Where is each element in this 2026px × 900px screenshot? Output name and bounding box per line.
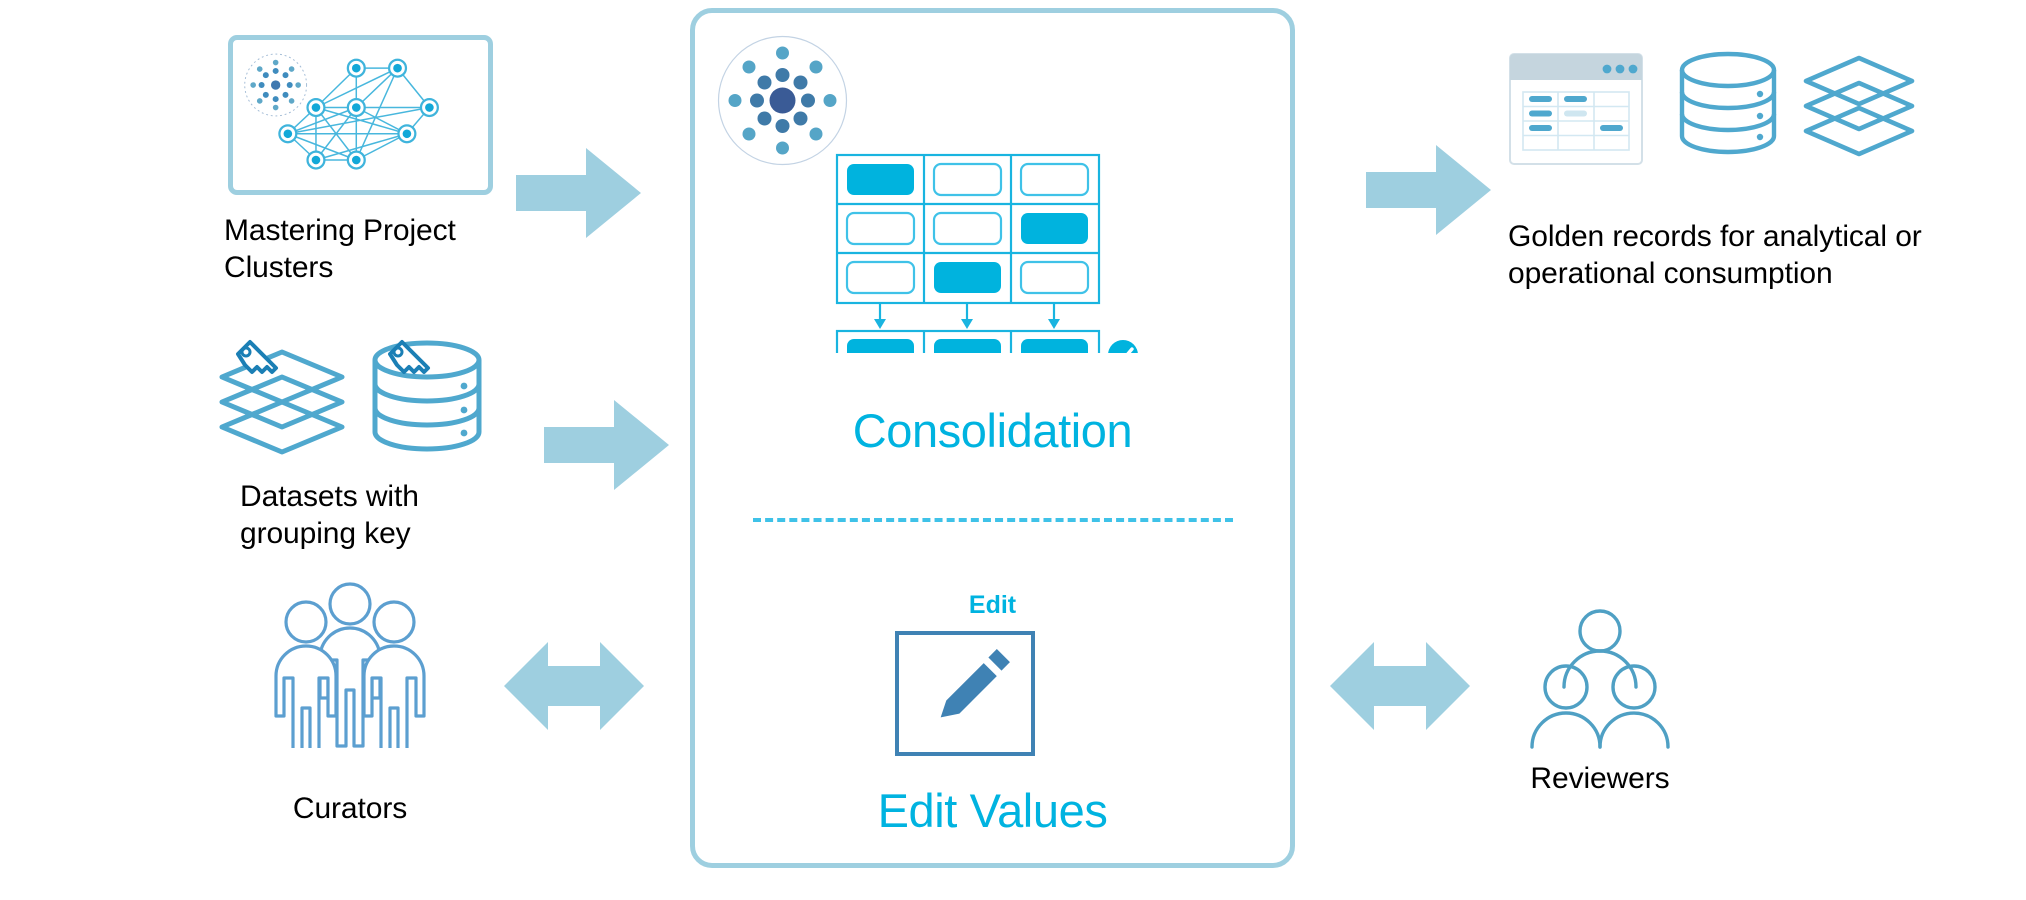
arrow-clusters-to-panel bbox=[516, 148, 641, 238]
consolidation-panel: Consolidation Edit Edit Values bbox=[690, 8, 1295, 868]
datasets-with-grouping-key-icons bbox=[212, 332, 502, 462]
mastering-project-clusters-card[interactable] bbox=[228, 35, 493, 195]
edit-values-button[interactable] bbox=[895, 631, 1035, 756]
left-column: Mastering Project Clusters bbox=[0, 0, 640, 900]
people-group-icon bbox=[1520, 605, 1680, 750]
consolidation-grid-icon bbox=[835, 153, 1155, 353]
edit-values-label: Edit Values bbox=[877, 784, 1108, 837]
mastering-project-clusters-caption: Mastering Project Clusters bbox=[224, 214, 456, 285]
table-window-icon bbox=[1509, 53, 1643, 165]
reviewers-caption: Reviewers bbox=[1530, 762, 1670, 795]
arrow-panel-to-golden-records bbox=[1366, 145, 1491, 235]
three-people-icon bbox=[250, 578, 450, 748]
golden-records-caption: Golden records for analytical or operati… bbox=[1508, 220, 1922, 291]
curators-caption: Curators bbox=[292, 792, 408, 825]
pencil-icon bbox=[940, 649, 1010, 718]
golden-records-icons bbox=[1506, 38, 1916, 168]
edit-small-label: Edit bbox=[968, 591, 1017, 619]
arrow-curators-panel-bidirectional bbox=[504, 638, 644, 734]
datasets-caption: Datasets with grouping key bbox=[240, 480, 419, 551]
check-circle-icon bbox=[1108, 340, 1138, 353]
network-graph-icon bbox=[244, 53, 439, 170]
arrow-datasets-to-panel bbox=[544, 400, 669, 490]
consolidation-label: Consolidation bbox=[852, 404, 1133, 457]
section-divider bbox=[753, 518, 1233, 522]
radial-dots-logo-icon bbox=[715, 33, 850, 168]
database-icon bbox=[1679, 51, 1777, 155]
layers-icon bbox=[1803, 55, 1915, 157]
arrow-panel-reviewers-bidirectional bbox=[1330, 638, 1470, 734]
